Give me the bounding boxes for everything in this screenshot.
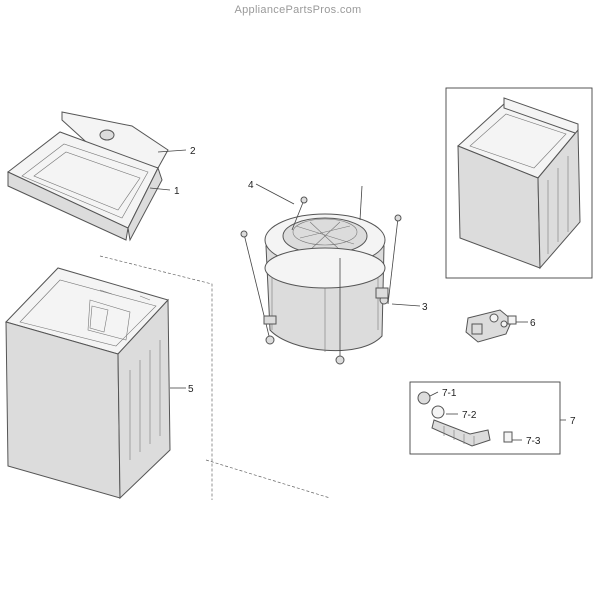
callout-7-2: 7-2: [462, 410, 477, 421]
callout-4: 4: [248, 180, 254, 191]
callout-7: 7: [570, 416, 576, 427]
tub-assembly[interactable]: [240, 185, 402, 365]
callout-3: 3: [422, 302, 428, 313]
callout-5: 5: [188, 384, 194, 395]
cabinet-body[interactable]: [5, 267, 171, 500]
callout-6: 6: [530, 318, 536, 329]
water-valve[interactable]: [465, 309, 517, 343]
drain-pump-group[interactable]: [417, 391, 513, 447]
callout-7-1: 7-1: [442, 388, 457, 399]
callout-2: 2: [190, 146, 196, 157]
callout-1: 1: [174, 186, 180, 197]
complete-washer-view[interactable]: [457, 97, 581, 270]
lid-assembly[interactable]: [7, 111, 169, 242]
callout-7-3: 7-3: [526, 436, 541, 447]
watermark-text: AppliancePartsPros.com: [234, 4, 362, 16]
